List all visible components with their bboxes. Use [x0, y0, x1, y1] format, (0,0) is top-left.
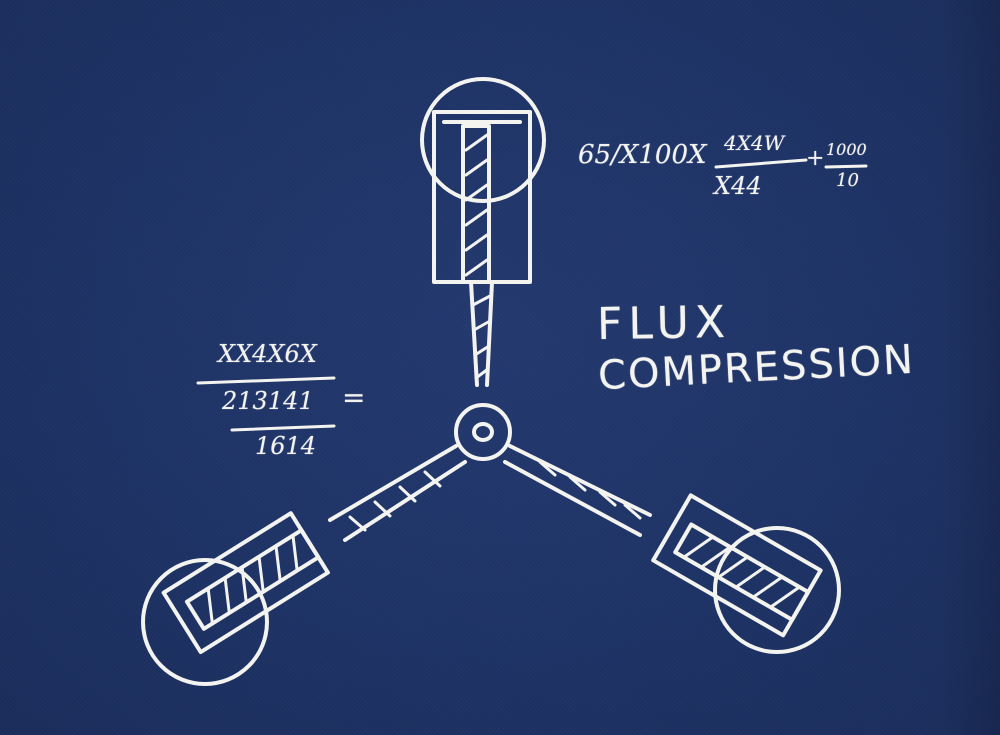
right-plus-fraction-line — [824, 164, 868, 169]
left-fraction-line-1 — [196, 376, 336, 385]
top-arm-circle — [420, 77, 546, 203]
fabric-fold — [940, 0, 1000, 735]
right-equation-main: 65/X100X — [578, 140, 707, 170]
right-equation-numerator: 4X4W — [724, 131, 785, 155]
top-arm-coil-hatching — [464, 133, 489, 277]
right-equation-plus: + — [806, 146, 825, 171]
left-equation-line-2: 213141 — [222, 387, 314, 415]
right-arm-circle — [713, 526, 841, 654]
top-arm-coil-housing — [461, 124, 491, 284]
right-arm-coil-housing — [673, 522, 811, 622]
left-arm — [141, 444, 467, 686]
left-fraction-line-2 — [230, 424, 336, 432]
title-flux: FLUX — [596, 296, 732, 351]
top-arm-rod-hatching — [471, 294, 492, 380]
center-node — [454, 403, 512, 461]
top-arm — [420, 77, 546, 387]
right-fraction-line — [714, 158, 808, 169]
center-outer-circle — [454, 403, 512, 461]
right-equation-plus-numerator: 1000 — [826, 140, 867, 159]
left-arm-circle — [141, 558, 269, 686]
equation-rules — [196, 158, 868, 432]
left-arm-rod-hatching — [348, 470, 442, 532]
right-equation-plus-denominator: 10 — [836, 170, 859, 191]
right-arm-rod-hatching — [538, 460, 642, 520]
right-equation-denominator: X44 — [714, 172, 762, 200]
right-arm-rod — [503, 444, 652, 537]
right-arm-coil-hatching — [682, 535, 801, 609]
left-equation-line-3: 1614 — [255, 432, 317, 460]
left-arm-coil-hatching — [206, 533, 299, 626]
center-inner-circle — [472, 422, 494, 442]
left-arm-rod — [328, 444, 467, 542]
left-equation-equals: = — [342, 381, 366, 414]
left-equation-line-1: XX4X6X — [218, 340, 317, 368]
right-arm — [503, 444, 841, 654]
